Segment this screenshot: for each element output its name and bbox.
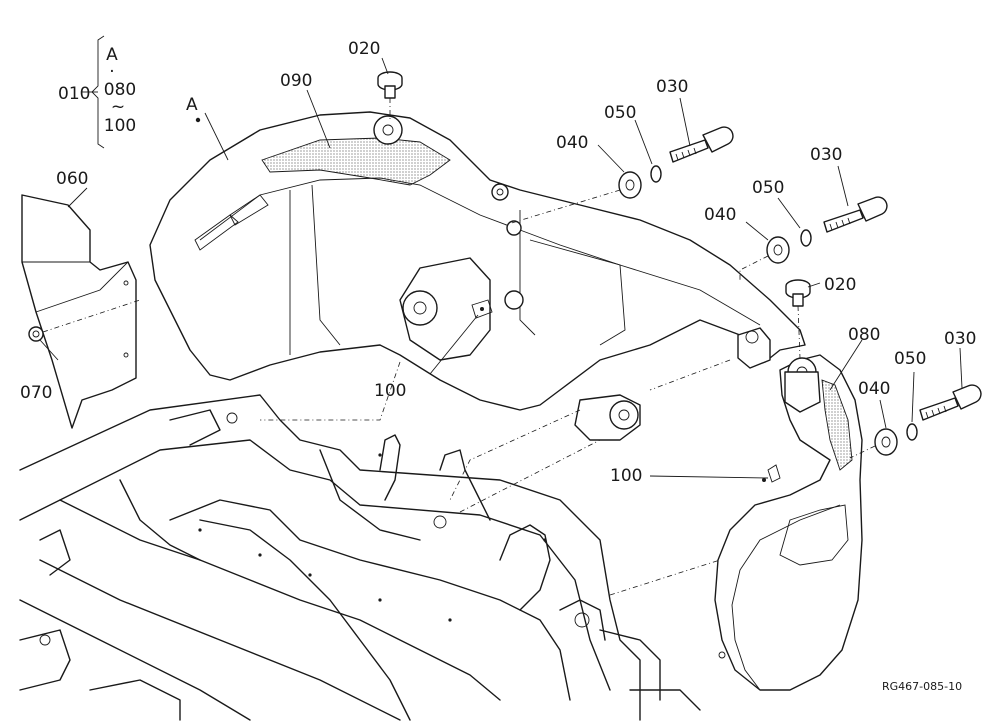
group-bracket-010 — [91, 35, 105, 149]
label-030-middle: 030 — [810, 145, 842, 165]
label-030-upper: 030 — [656, 77, 688, 97]
label-080: 080 — [848, 325, 880, 345]
main-fender-cover — [149, 111, 806, 441]
label-050-lower: 050 — [894, 349, 926, 369]
label-020-right: 020 — [824, 275, 856, 295]
label-050-middle: 050 — [752, 178, 784, 198]
label-070: 070 — [20, 383, 52, 403]
bolt-070 — [28, 299, 141, 342]
label-100-left: 100 — [374, 381, 406, 401]
right-fender-cover — [714, 354, 863, 691]
label-090: 090 — [280, 71, 312, 91]
washer-040-lower — [874, 428, 898, 456]
bracket-label-100: 100 — [104, 116, 136, 136]
label-ref-a: A — [186, 95, 198, 115]
bolt-030-lower — [919, 384, 982, 421]
label-020-top: 020 — [348, 39, 380, 59]
side-cover-060 — [21, 194, 137, 429]
label-050-upper: 050 — [604, 103, 636, 123]
pin-020-top — [377, 71, 403, 120]
washer-040-upper — [618, 171, 642, 199]
label-040-lower: 040 — [858, 379, 890, 399]
label-040-upper: 040 — [556, 133, 588, 153]
label-010: 010 — [58, 84, 90, 104]
bolt-030-upper — [669, 126, 734, 163]
label-040-middle: 040 — [704, 205, 736, 225]
lock-washer-050-upper — [650, 165, 662, 183]
bolt-030-middle — [823, 196, 888, 233]
bracket-separator: · — [109, 62, 114, 82]
pin-020-right — [785, 279, 811, 359]
drawing-number: RG467-085-10 — [882, 680, 962, 693]
machine-frame — [19, 394, 701, 721]
label-030-lower: 030 — [944, 329, 976, 349]
bracket-label-080: 080 — [104, 80, 136, 100]
label-100-right: 100 — [610, 466, 642, 486]
lock-washer-050-lower — [906, 423, 918, 441]
washer-040-middle — [766, 236, 790, 264]
leader-lines — [39, 57, 963, 479]
label-060: 060 — [56, 169, 88, 189]
bracket-tilde: ~ — [111, 97, 125, 117]
bracket-label-a: A — [106, 45, 118, 65]
lock-washer-050-middle — [800, 229, 812, 247]
callout-labels: 010 A · 080 ~ 100 020 090 A 060 070 100 … — [20, 39, 976, 693]
